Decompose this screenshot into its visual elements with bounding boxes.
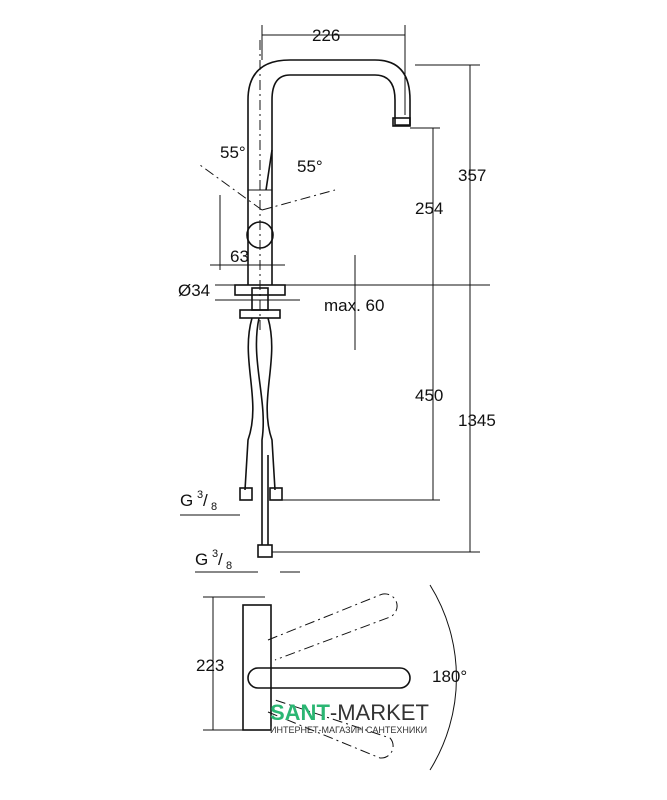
watermark-logo: SANT-MARKET ИНТЕРНЕТ-МАГАЗИН САНТЕХНИКИ: [270, 700, 429, 735]
dim-max-thickness: max. 60: [324, 296, 384, 315]
dim-total-height: 357: [458, 166, 486, 185]
dim-connection-1: G 3 / 8: [180, 489, 217, 513]
dim-hose-length: 450: [415, 386, 443, 405]
dim-total-hose-length: 1345: [458, 411, 496, 430]
svg-text:SANT-MARKET: SANT-MARKET: [270, 700, 429, 725]
faucet-side-view: [199, 40, 411, 558]
svg-text:/: /: [203, 491, 208, 510]
faucet-top-view: [203, 584, 457, 771]
svg-text:3: 3: [197, 489, 203, 501]
svg-text:8: 8: [211, 501, 217, 513]
svg-text:3: 3: [212, 548, 218, 560]
dim-depth: 223: [196, 656, 224, 675]
dim-lever-angle-left: 55°: [220, 143, 246, 162]
svg-text:8: 8: [226, 560, 232, 572]
dim-connection-2: G 3 / 8: [195, 548, 232, 572]
svg-text:G: G: [180, 491, 193, 510]
dim-spout-height: 254: [415, 199, 443, 218]
dimension-lines: [180, 25, 490, 573]
svg-text:ИНТЕРНЕТ-МАГАЗИН САНТЕХНИКИ: ИНТЕРНЕТ-МАГАЗИН САНТЕХНИКИ: [270, 725, 427, 735]
dim-hole-diameter: Ø34: [178, 281, 210, 300]
dim-swivel-angle: 180°: [432, 667, 467, 686]
dim-lever-angle-right: 55°: [297, 157, 323, 176]
dim-spout-reach: 226: [312, 26, 340, 45]
svg-text:/: /: [218, 550, 223, 569]
svg-text:G: G: [195, 550, 208, 569]
dim-body-width: 63: [230, 247, 249, 266]
